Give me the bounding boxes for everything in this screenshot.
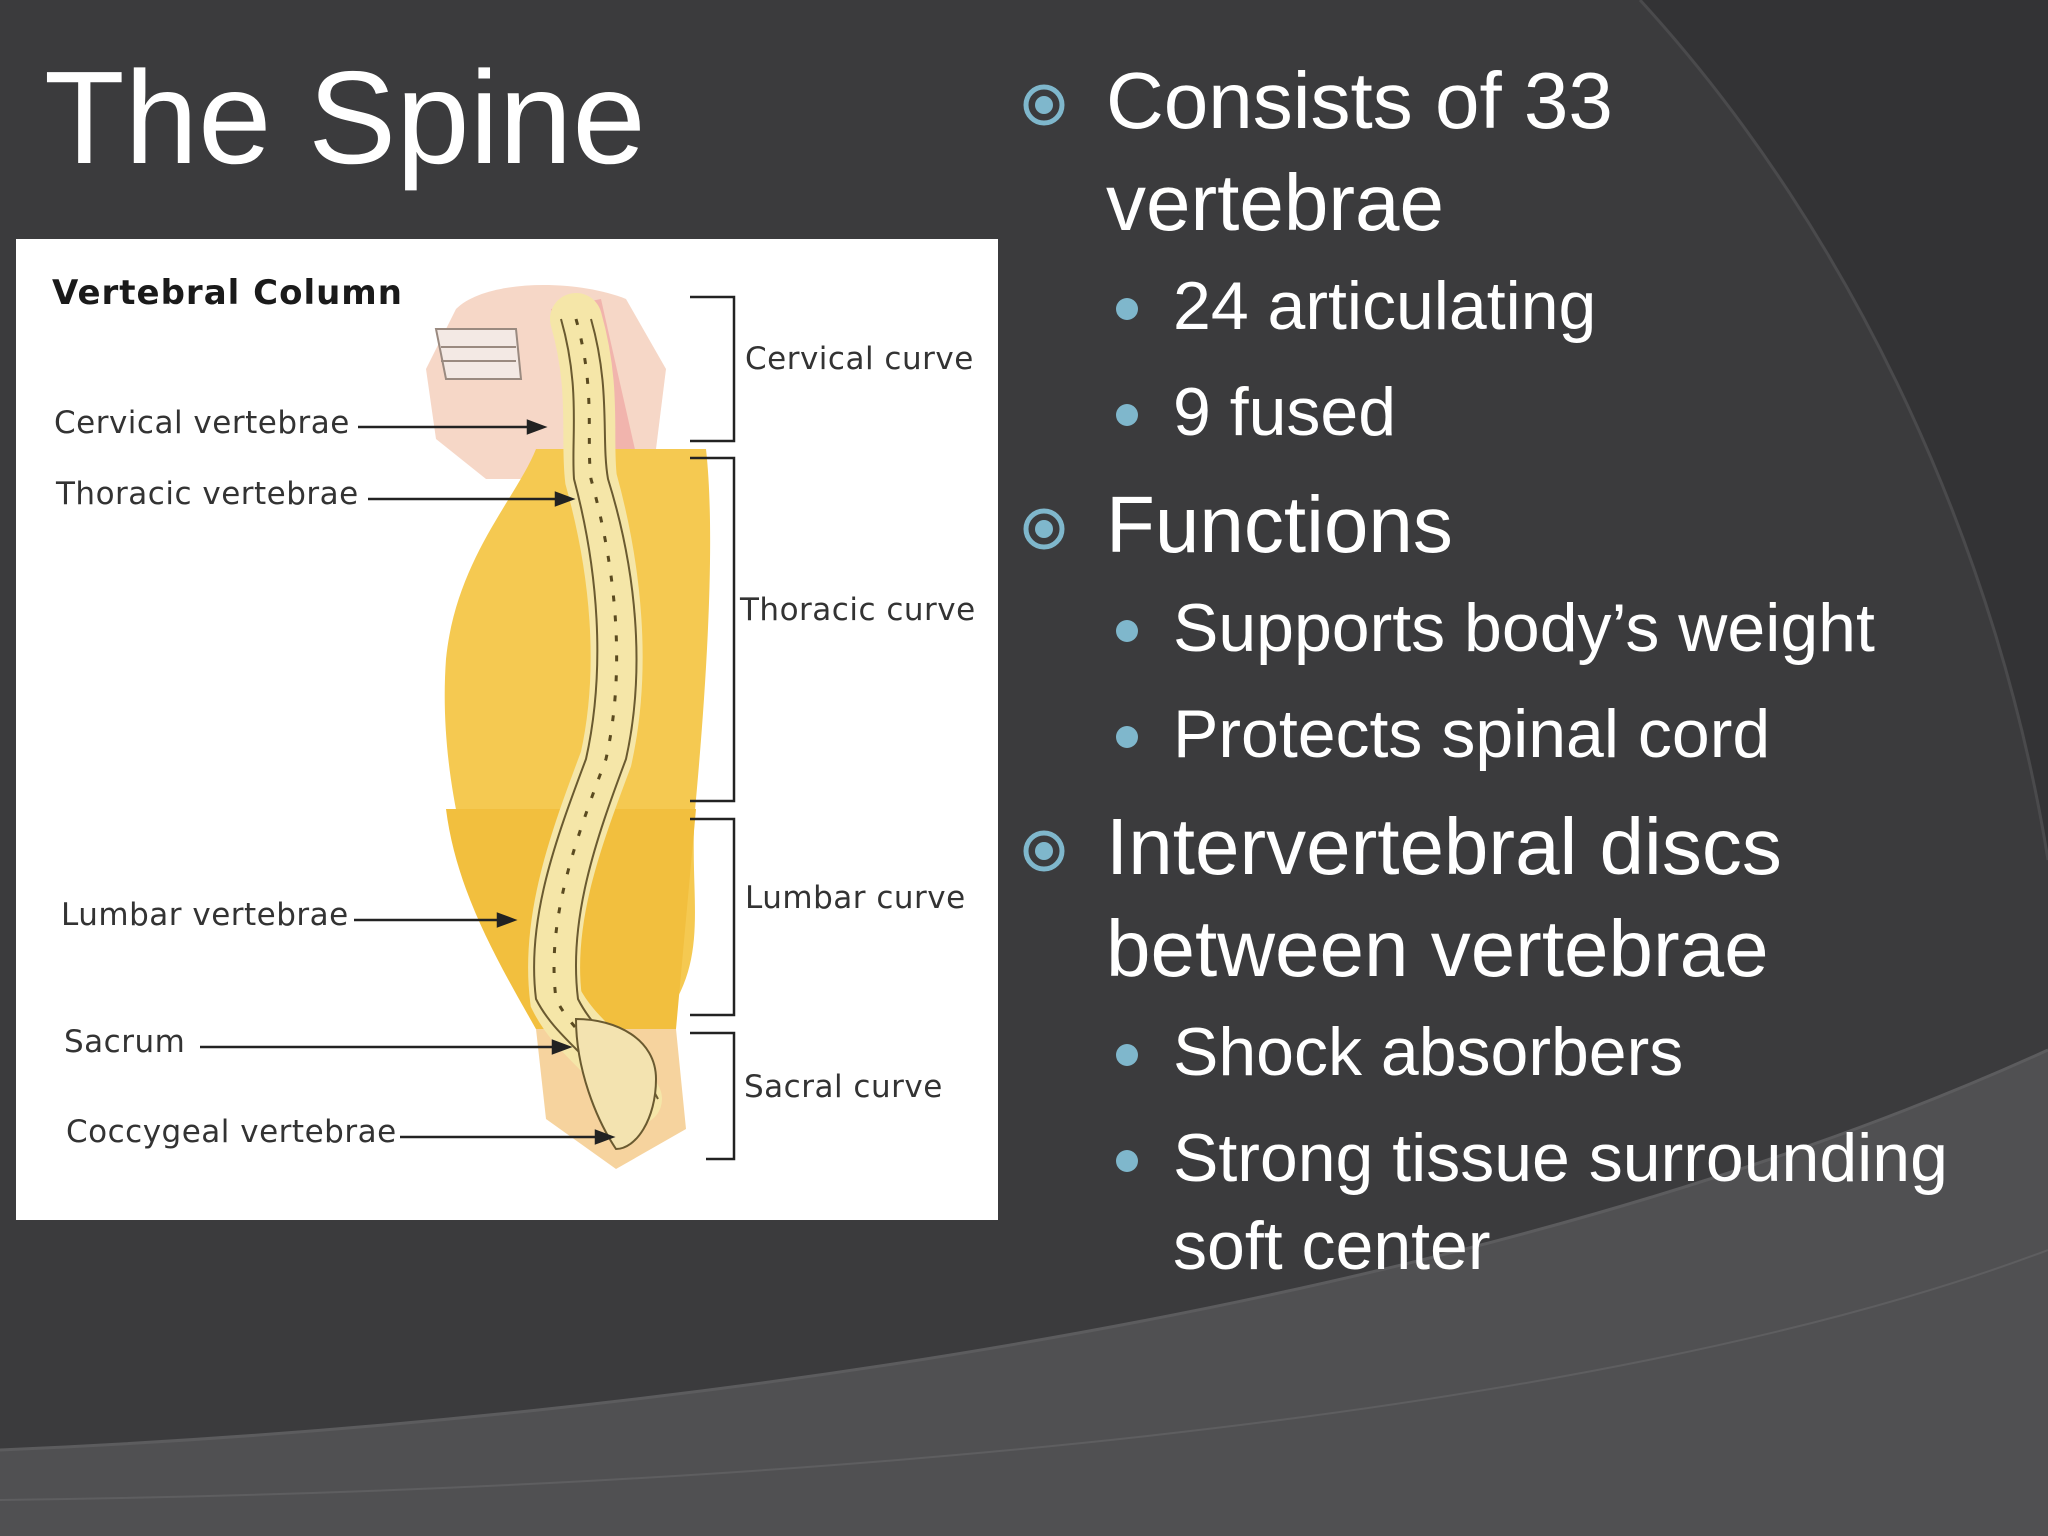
label-lumbar-curve: Lumbar curve xyxy=(745,880,966,916)
sub-bullet-item: Supports body’s weight xyxy=(1020,584,2040,672)
bullet-item: Functions xyxy=(1020,474,2040,576)
sub-bullet-item: Shock absorbers xyxy=(1020,1008,2040,1096)
sub-bullet-text: 9 fused xyxy=(1173,374,1397,450)
label-thoracic-curve: Thoracic curve xyxy=(740,592,976,628)
sub-bullet-item: Strong tissue surrounding soft center xyxy=(1020,1114,2040,1290)
label-cervical-curve: Cervical curve xyxy=(745,341,974,377)
slide-title: The Spine xyxy=(44,44,646,191)
dot-bullet-icon xyxy=(1116,298,1138,320)
bullet-text: Functions xyxy=(1106,480,1453,569)
bullet-list: Consists of 33 vertebrae 24 articulating… xyxy=(1020,50,2040,1308)
label-lumbar-vertebrae: Lumbar vertebrae xyxy=(61,897,349,933)
dot-bullet-icon xyxy=(1116,726,1138,748)
sub-bullet-text: Strong tissue surrounding soft center xyxy=(1173,1120,1948,1284)
dot-bullet-icon xyxy=(1116,404,1138,426)
bullet-item: Consists of 33 vertebrae xyxy=(1020,50,2040,254)
sub-bullet-item: Protects spinal cord xyxy=(1020,690,2040,778)
dot-bullet-icon xyxy=(1116,1150,1138,1172)
sub-bullet-text: Protects spinal cord xyxy=(1173,696,1771,772)
dot-bullet-icon xyxy=(1116,1044,1138,1066)
bullet-text: vertebrae xyxy=(1106,158,1444,247)
label-thoracic-vertebrae: Thoracic vertebrae xyxy=(56,476,359,512)
sub-bullet-item: 9 fused xyxy=(1020,368,2040,456)
sub-bullet-text: Supports body’s weight xyxy=(1173,590,1875,666)
label-sacral-curve: Sacral curve xyxy=(744,1069,943,1105)
spine-illustration xyxy=(200,285,736,1169)
sub-bullet-text: 24 articulating xyxy=(1173,268,1597,344)
figure-title: Vertebral Column xyxy=(52,273,403,313)
sub-bullet-item: 24 articulating xyxy=(1020,262,2040,350)
dot-bullet-icon xyxy=(1116,620,1138,642)
ring-bullet-icon xyxy=(1023,830,1065,872)
label-cervical-vertebrae: Cervical vertebrae xyxy=(54,405,350,441)
bullet-text: between vertebrae xyxy=(1106,904,1769,993)
ring-bullet-icon xyxy=(1023,508,1065,550)
label-sacrum: Sacrum xyxy=(64,1024,186,1060)
label-coccygeal-vertebrae: Coccygeal vertebrae xyxy=(66,1114,397,1150)
bullet-item: Intervertebral discs between vertebrae xyxy=(1020,796,2040,1000)
vertebral-column-figure: Vertebral Column Cervical vertebrae Thor… xyxy=(16,239,998,1220)
ring-bullet-icon xyxy=(1023,84,1065,126)
bullet-text: Intervertebral discs xyxy=(1106,802,1782,891)
sub-bullet-text: Shock absorbers xyxy=(1173,1014,1684,1090)
bullet-text: Consists of 33 xyxy=(1106,56,1613,145)
